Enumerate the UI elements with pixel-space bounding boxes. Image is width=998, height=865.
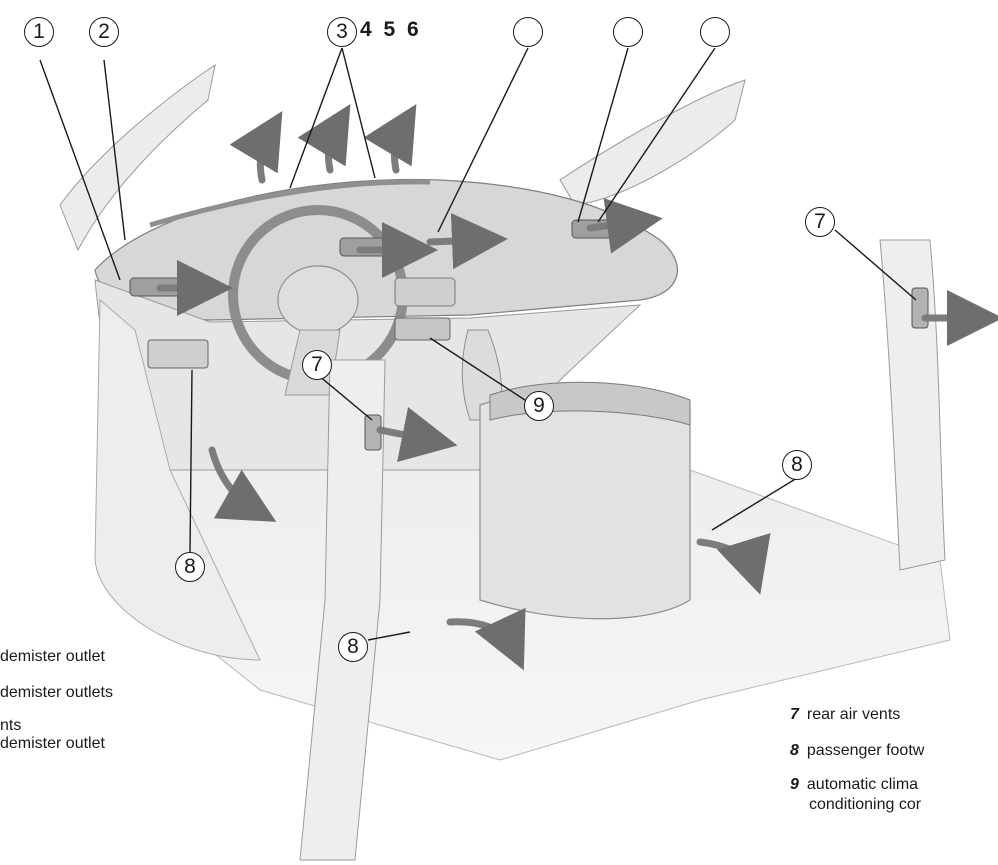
- switch-panel: [147, 339, 209, 369]
- leader-line: [317, 374, 373, 421]
- rear-vent-right: [911, 287, 929, 329]
- leader-line: [289, 47, 343, 189]
- climate-control-panel: [394, 317, 451, 341]
- legend-left-item: demister outlet: [0, 648, 105, 665]
- leader-line: [597, 47, 716, 223]
- callout-8-left: 8: [175, 552, 205, 582]
- airflow-arrow: [363, 103, 417, 174]
- legend-number: 8: [790, 742, 799, 759]
- callout-7-right: 7: [805, 207, 835, 237]
- leader-line: [711, 477, 798, 531]
- airflow-arrow: [586, 197, 663, 254]
- legend-number: 9: [790, 776, 799, 793]
- legend-right-item: 7 rear air vents: [790, 706, 900, 724]
- callout-4-5-6: 4 5 6: [360, 18, 422, 41]
- left-b-pillar: [299, 359, 386, 861]
- legend-text: automatic clima: [806, 776, 919, 793]
- callout-8-right: 8: [782, 450, 812, 480]
- steering-hub: [277, 265, 359, 335]
- callout-1: 1: [24, 17, 54, 47]
- leader-line: [367, 631, 411, 641]
- airflow-arrow: [696, 532, 771, 595]
- leader-line: [429, 337, 529, 403]
- leader-line: [577, 47, 629, 223]
- legend-right-item: 8 passenger footw: [790, 742, 924, 760]
- legend-right-item: 9 automatic clima: [790, 776, 918, 794]
- airflow-arrow: [229, 110, 283, 184]
- callout-blank-3: [700, 17, 730, 47]
- legend-left-item: nts: [0, 717, 22, 734]
- airflow-arrows: [156, 103, 998, 671]
- airflow-arrow: [297, 103, 351, 174]
- left-a-pillar: [59, 63, 216, 252]
- leader-line: [189, 369, 193, 553]
- legend-right-item: conditioning cor: [809, 796, 921, 814]
- centre-display: [394, 277, 456, 307]
- leader-line: [103, 59, 126, 241]
- leader-line: [437, 47, 529, 233]
- leader-line: [834, 229, 917, 301]
- leader-line: [341, 47, 376, 179]
- windscreen-demister-strip: [149, 179, 431, 228]
- left-door-panel: [94, 298, 261, 661]
- callout-2: 2: [89, 17, 119, 47]
- centre-armrest: [479, 389, 691, 620]
- airflow-arrow: [446, 607, 526, 671]
- callout-8-center: 8: [338, 632, 368, 662]
- callout-7-left: 7: [302, 350, 332, 380]
- airflow-arrow: [208, 446, 277, 522]
- legend-text: conditioning cor: [809, 796, 922, 813]
- callout-leaders: [39, 47, 917, 641]
- callout-3: 3: [327, 17, 357, 47]
- airflow-arrow: [426, 213, 508, 270]
- right-b-pillar: [879, 239, 946, 571]
- leader-line: [39, 59, 121, 281]
- legend-left-item: demister outlet: [0, 735, 105, 752]
- airflow-arrow: [376, 407, 458, 462]
- legend-text: passenger footw: [806, 742, 925, 759]
- callout-blank-1: [513, 17, 543, 47]
- callout-9: 9: [524, 391, 554, 421]
- legend-text: rear air vents: [806, 706, 901, 723]
- callout-blank-2: [613, 17, 643, 47]
- legend-number: 7: [790, 706, 799, 723]
- legend-left-item: demister outlets: [0, 684, 113, 701]
